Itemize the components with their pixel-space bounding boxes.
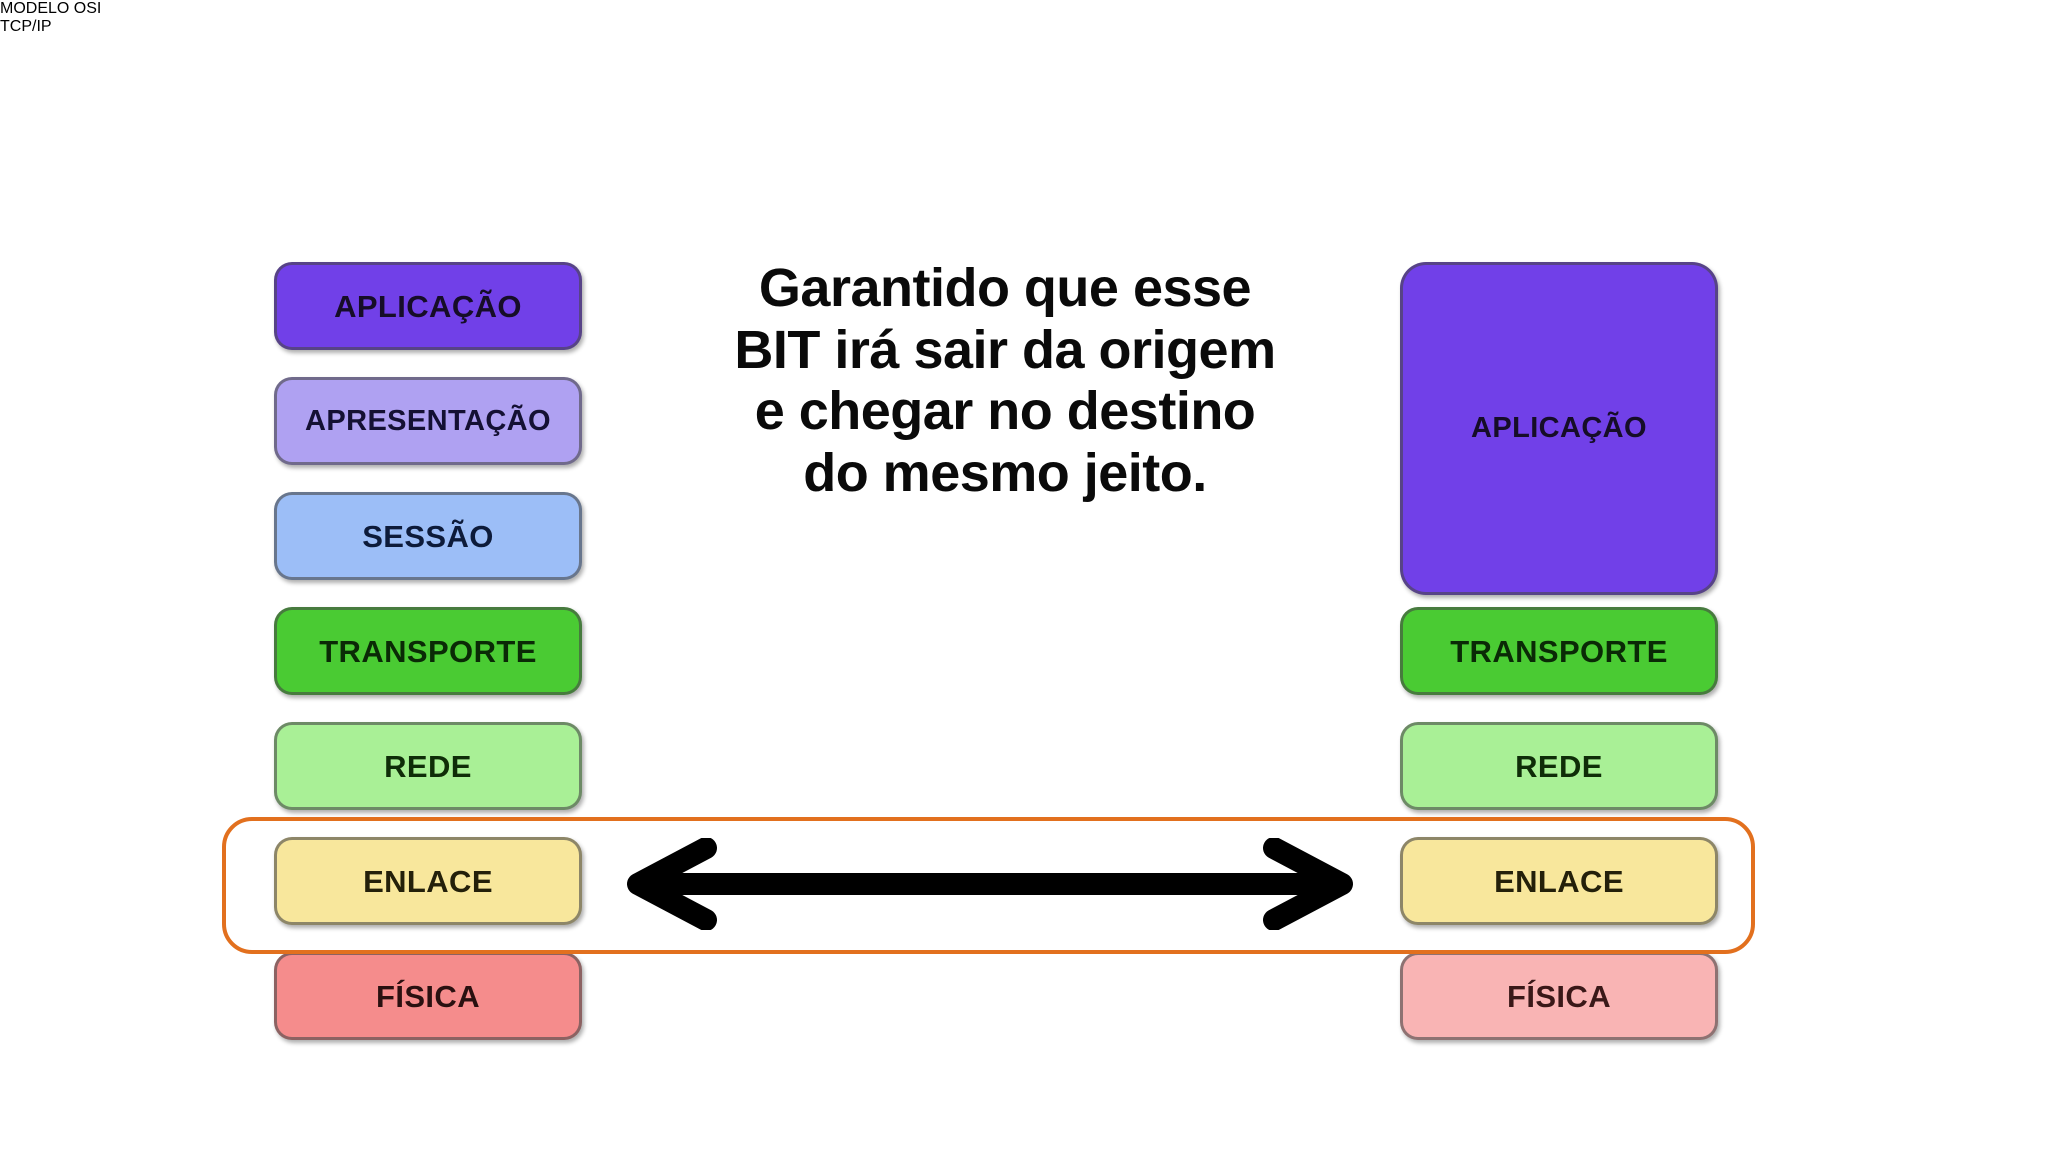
osi-layer-transporte-label: TRANSPORTE (319, 633, 537, 669)
tcpip-layer-aplicacao[interactable]: APLICAÇÃO (1400, 262, 1718, 595)
tcpip-layer-transporte[interactable]: TRANSPORTE (1400, 607, 1718, 695)
bidirectional-arrow-icon (610, 837, 1370, 931)
annotation-line-2: BIT irá sair da origem (734, 319, 1276, 380)
tcpip-layer-aplicacao-label: APLICAÇÃO (1471, 412, 1647, 444)
annotation-line-4: do mesmo jeito. (803, 442, 1207, 503)
annotation-text-block: Garantido que esse BIT irá sair da orige… (660, 258, 1350, 504)
tcpip-layer-enlace-label: ENLACE (1494, 863, 1624, 899)
osi-layer-transporte[interactable]: TRANSPORTE (274, 607, 582, 695)
annotation-line-3: e chegar no destino (754, 381, 1256, 442)
osi-layer-rede[interactable]: REDE (274, 722, 582, 810)
tcpip-layer-enlace[interactable]: ENLACE (1400, 837, 1718, 925)
page-title-tcpip: TCP/IP (0, 18, 52, 35)
annotation-line-1: Garantido que esse (758, 258, 1252, 318)
osi-layer-fisica-label: FÍSICA (375, 978, 480, 1014)
osi-layer-aplicacao[interactable]: APLICAÇÃO (274, 262, 582, 350)
tcpip-layer-rede-label: REDE (1515, 748, 1603, 784)
osi-layer-sessao[interactable]: SESSÃO (274, 492, 582, 580)
bidirectional-arrow-svg (627, 837, 1353, 931)
page-title-modelo-osi: MODELO OSI (0, 0, 102, 17)
tcpip-layer-transporte-label: TRANSPORTE (1450, 633, 1668, 669)
osi-layer-apresentacao-label: APRESENTAÇÃO (305, 404, 551, 437)
tcpip-layer-fisica-label: FÍSICA (1506, 978, 1611, 1014)
osi-layer-aplicacao-label: APLICAÇÃO (334, 288, 522, 324)
osi-layer-apresentacao[interactable]: APRESENTAÇÃO (274, 377, 582, 465)
tcpip-layer-rede[interactable]: REDE (1400, 722, 1718, 810)
osi-layer-enlace-label: ENLACE (363, 863, 493, 899)
tcpip-layer-fisica[interactable]: FÍSICA (1400, 952, 1718, 1040)
osi-layer-rede-label: REDE (384, 748, 472, 784)
osi-layer-enlace[interactable]: ENLACE (274, 837, 582, 925)
osi-layer-sessao-label: SESSÃO (362, 518, 494, 554)
osi-layer-fisica[interactable]: FÍSICA (274, 952, 582, 1040)
